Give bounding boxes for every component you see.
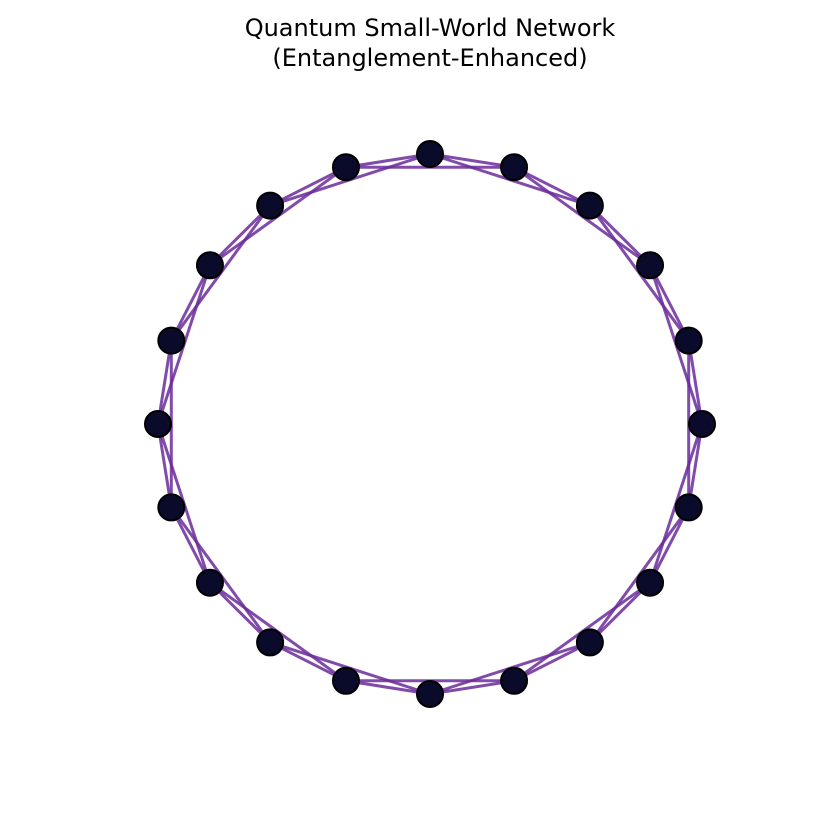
entanglement-edge (648, 505, 691, 585)
diagram-title-line-1: Quantum Small-World Network (244, 14, 616, 42)
entanglement-edge (428, 679, 516, 696)
network-node (256, 628, 285, 657)
network-node (195, 568, 224, 597)
network-node (500, 666, 529, 695)
entanglement-edge (648, 263, 691, 343)
network-node (416, 680, 444, 708)
entanglement-edge (512, 640, 592, 683)
entanglement-edge (169, 505, 212, 585)
edges-layer (156, 152, 704, 696)
network-node (575, 191, 604, 220)
network-node (688, 410, 716, 438)
network-node (500, 153, 529, 182)
diagram-title-line-2: (Entanglement-Enhanced) (272, 44, 588, 72)
network-node (674, 493, 703, 522)
entanglement-edge (156, 339, 173, 426)
entanglement-edge (344, 152, 432, 169)
entanglement-edge (588, 581, 652, 644)
network-node (636, 251, 665, 280)
entanglement-edge (268, 640, 348, 683)
network-node (674, 326, 703, 355)
entanglement-edge (344, 679, 432, 696)
network-node (331, 666, 360, 695)
entanglement-edge (512, 165, 592, 208)
network-node (144, 410, 172, 438)
network-node (195, 251, 224, 280)
network-node (157, 326, 186, 355)
network-node (575, 628, 604, 657)
network-node (416, 140, 444, 168)
network-node (636, 568, 665, 597)
entanglement-edge (687, 422, 704, 509)
network-node (157, 493, 186, 522)
entanglement-edge (268, 165, 348, 208)
network-node (331, 153, 360, 182)
entanglement-edge (169, 263, 212, 343)
network-node (256, 191, 285, 220)
entanglement-edge (156, 422, 173, 509)
entanglement-edge (208, 204, 272, 267)
entanglement-edge (588, 204, 652, 267)
entanglement-edge (687, 339, 704, 426)
nodes-layer (144, 140, 716, 708)
entanglement-edge (208, 581, 272, 644)
entanglement-edge (428, 152, 516, 169)
